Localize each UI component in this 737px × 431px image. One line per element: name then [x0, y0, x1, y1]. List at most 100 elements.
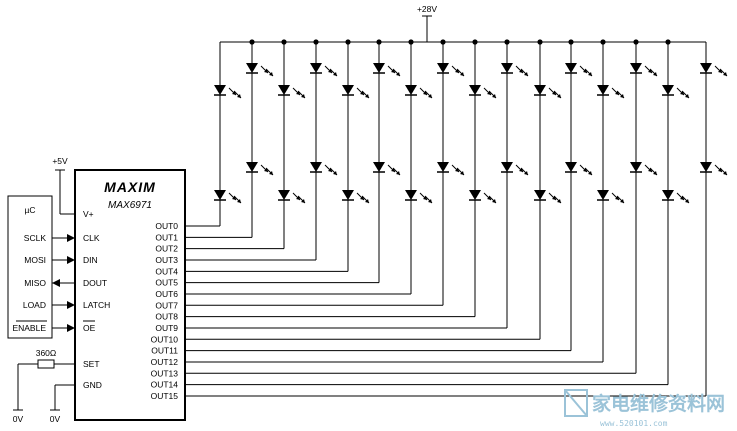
- led-column: [214, 42, 242, 226]
- led-icon: [310, 162, 338, 176]
- chip-output-label: OUT2: [155, 244, 178, 254]
- led-icon: [373, 162, 401, 176]
- chip-output-label: OUT1: [155, 232, 178, 242]
- mcu-pin-label: ENABLE: [12, 323, 46, 333]
- chip-pin-label: SET: [83, 359, 100, 369]
- supply-5v: +5V: [52, 156, 75, 215]
- watermark: 家电维修资料网 www.520101.com: [564, 389, 725, 428]
- chip-output-label: OUT13: [151, 368, 179, 378]
- chip-left-pins: V+ CLK DIN DOUT LATCH OE SET GND: [83, 209, 110, 390]
- mcu-pin-label: LOAD: [23, 300, 46, 310]
- rail-junction: [440, 39, 446, 45]
- chip-output-label: OUT3: [155, 255, 178, 265]
- led-icon: [662, 190, 690, 204]
- supply-28v: +28V: [220, 4, 706, 43]
- chip-output-label: OUT10: [151, 334, 179, 344]
- mcu-pin-label: MOSI: [24, 255, 46, 265]
- set-resistor: [37, 359, 55, 369]
- led-icon: [278, 190, 306, 204]
- mcu-pins: SCLK MOSI MISO LOAD ENABLE: [12, 233, 75, 333]
- rail-junction: [408, 39, 414, 45]
- chip-pin-label: DOUT: [83, 278, 107, 288]
- led-column: [373, 39, 401, 283]
- led-column: [278, 39, 306, 249]
- rail-junction: [472, 39, 478, 45]
- led-column: [342, 39, 370, 272]
- chip-pin-label: DIN: [83, 255, 98, 265]
- rail-junction: [665, 39, 671, 45]
- signal-link: [52, 279, 75, 287]
- rail-junction: [633, 39, 639, 45]
- chip-output-label: OUT12: [151, 357, 179, 367]
- led-icon: [700, 63, 728, 77]
- chip-output-label: OUT11: [151, 346, 178, 356]
- led-icon: [534, 190, 562, 204]
- led-icon: [405, 85, 433, 99]
- led-icon: [373, 63, 401, 77]
- chip-output-labels: OUT0OUT1OUT2OUT3OUT4OUT5OUT6OUT7OUT8OUT9…: [151, 221, 179, 401]
- chip-pin-label: LATCH: [83, 300, 110, 310]
- chip-output-label: OUT4: [155, 266, 178, 276]
- ground-label-1: 0V: [13, 414, 24, 424]
- supply-5v-label: +5V: [52, 156, 68, 166]
- chip-pin-label: V+: [83, 209, 94, 219]
- watermark-text: 家电维修资料网: [592, 392, 725, 415]
- mcu-pin-label: MISO: [24, 278, 46, 288]
- led-column: [534, 39, 562, 340]
- led-icon: [597, 85, 625, 99]
- rail-junction: [313, 39, 319, 45]
- led-icon: [246, 63, 274, 77]
- led-column: [700, 42, 728, 396]
- led-array: [214, 39, 728, 396]
- led-icon: [630, 162, 658, 176]
- led-column: [565, 39, 593, 351]
- chip-output-label: OUT9: [155, 323, 178, 333]
- supply-28v-label: +28V: [417, 4, 437, 14]
- max6971-chip: MAXIM MAX6971 V+CLKDINDOUTLATCHOESETGND …: [74, 169, 186, 421]
- signal-link: [52, 256, 75, 264]
- led-icon: [405, 190, 433, 204]
- led-icon: [278, 85, 306, 99]
- chip-pin-label: CLK: [83, 233, 100, 243]
- led-icon: [501, 162, 529, 176]
- led-column: [662, 39, 690, 385]
- chip-output-label: OUT14: [151, 380, 179, 390]
- led-column: [501, 39, 529, 328]
- led-icon: [246, 162, 274, 176]
- chip-pin-label: GND: [83, 380, 102, 390]
- rail-junction: [249, 39, 255, 45]
- ground-label-2: 0V: [50, 414, 61, 424]
- led-icon: [342, 190, 370, 204]
- led-column: [437, 39, 465, 306]
- mcu-title: µC: [24, 205, 35, 215]
- led-icon: [565, 63, 593, 77]
- chip-output-label: OUT0: [155, 221, 178, 231]
- chip-output-label: OUT7: [155, 300, 178, 310]
- led-icon: [630, 63, 658, 77]
- led-icon: [501, 63, 529, 77]
- led-icon: [662, 85, 690, 99]
- chip-part-number: MAX6971: [108, 200, 152, 211]
- watermark-url: www.520101.com: [600, 419, 668, 428]
- signal-link: [52, 234, 75, 242]
- rail-junction: [568, 39, 574, 45]
- set-resistor-network: 360Ω 0V 0V: [13, 348, 75, 424]
- led-icon: [342, 85, 370, 99]
- chip-output-label: OUT8: [155, 312, 178, 322]
- chip-brand: MAXIM: [104, 179, 156, 195]
- led-column: [469, 39, 497, 317]
- output-traces: [185, 225, 706, 397]
- signal-link: [52, 324, 75, 332]
- led-column: [405, 39, 433, 294]
- led-column: [246, 39, 274, 238]
- rail-junction: [345, 39, 351, 45]
- chip-output-label: OUT5: [155, 278, 178, 288]
- led-icon: [565, 162, 593, 176]
- led-column: [310, 39, 338, 260]
- microcontroller: µC SCLK MOSI MISO LOAD ENABLE: [7, 195, 75, 339]
- led-icon: [700, 162, 728, 176]
- led-icon: [469, 85, 497, 99]
- chip-pin-label: OE: [83, 323, 96, 333]
- rail-junction: [376, 39, 382, 45]
- mcu-pin-label: SCLK: [24, 233, 47, 243]
